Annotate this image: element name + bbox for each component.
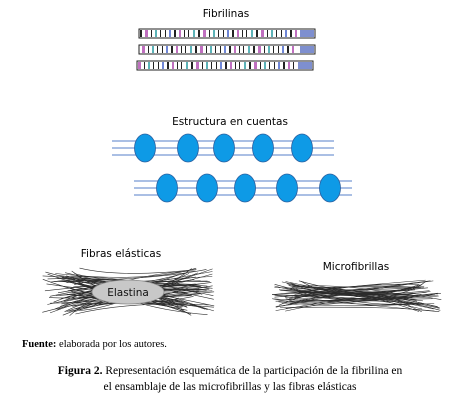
source-label: Fuente: <box>22 339 57 350</box>
caption-line1-text: Representación esquemática de la partici… <box>102 365 403 377</box>
bead <box>134 133 156 163</box>
elastin-core <box>91 279 165 305</box>
fibrillin-strips <box>136 28 316 71</box>
caption-line-1: Figura 2. Representación esquemática de … <box>0 363 460 379</box>
bead <box>319 173 341 203</box>
bead <box>196 173 218 203</box>
estructura-label: Estructura en cuentas <box>172 116 288 128</box>
fibrillin-strip <box>138 28 316 39</box>
fibrilinas-label: Fibrilinas <box>203 8 250 20</box>
source-note: Fuente: elaborada por los autores. <box>22 339 167 350</box>
bead-structure <box>112 133 352 203</box>
microfibrillas-label: Microfibrillas <box>323 261 390 273</box>
bead <box>213 133 235 163</box>
bead <box>291 133 313 163</box>
bead <box>177 133 199 163</box>
source-text: elaborada por los autores. <box>56 339 167 350</box>
fibrillin-strip <box>136 60 314 71</box>
fibras-elasticas-label: Fibras elásticas <box>81 248 161 260</box>
bead <box>252 133 274 163</box>
bead <box>156 173 178 203</box>
bead <box>276 173 298 203</box>
figure-caption: Figura 2. Representación esquemática de … <box>0 363 460 395</box>
fibrillin-strip <box>138 44 316 55</box>
elastina-label: Elastina <box>107 287 149 299</box>
microfibril-scribble <box>271 279 442 312</box>
bead <box>234 173 256 203</box>
caption-figure-label: Figura 2. <box>57 365 103 377</box>
caption-line-2: el ensamblaje de las microfibrillas y la… <box>103 381 357 393</box>
